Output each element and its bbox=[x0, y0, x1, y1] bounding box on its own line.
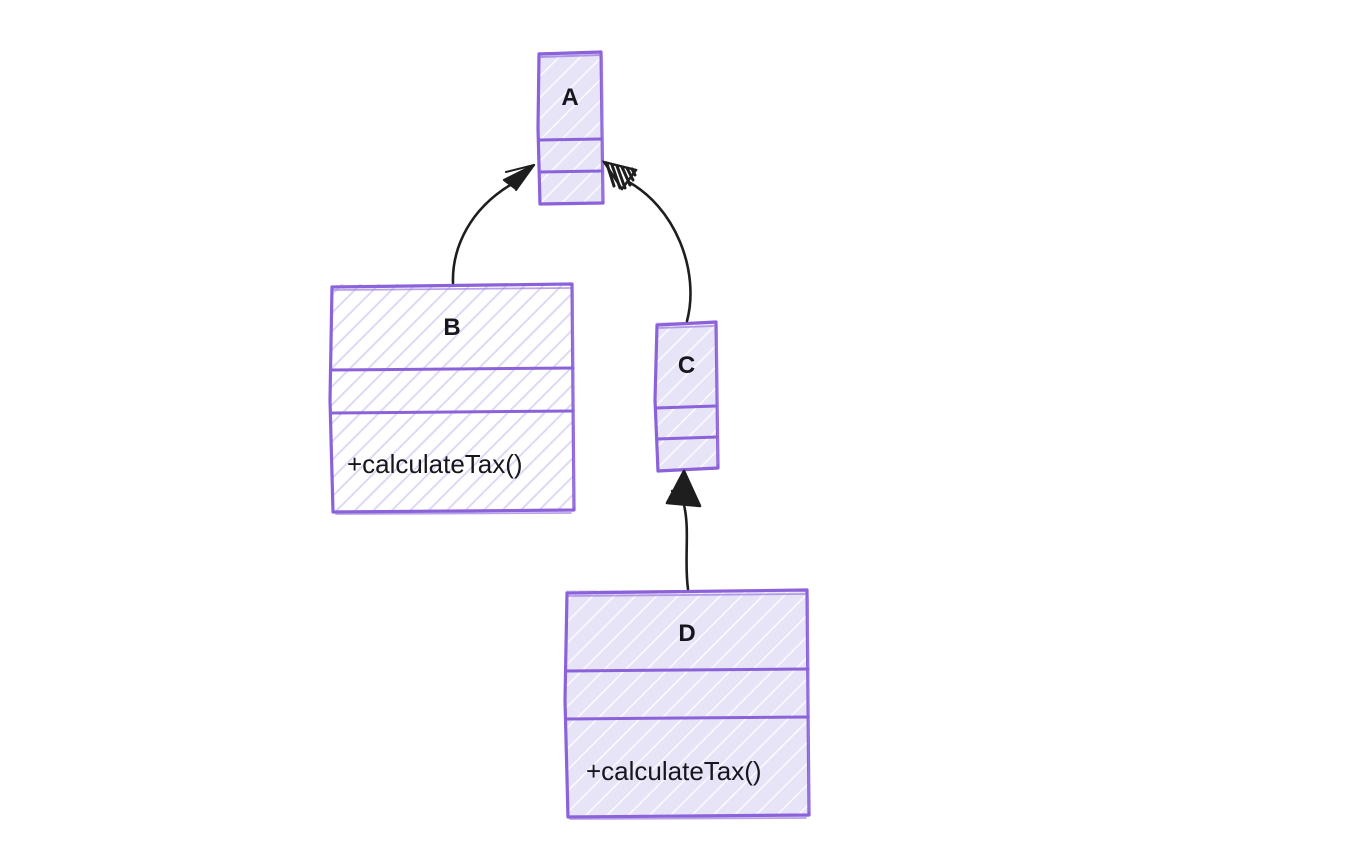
class-a-attributes bbox=[538, 52, 602, 204]
uml-class-d[interactable] bbox=[563, 588, 811, 820]
class-a-outline-sketch bbox=[540, 54, 604, 201]
connector-d-to-c-line bbox=[682, 503, 690, 591]
uml-class-a[interactable] bbox=[536, 50, 605, 206]
class-b-fill bbox=[331, 284, 573, 512]
connector-d-to-c[interactable] bbox=[665, 469, 702, 591]
class-c-fill bbox=[656, 322, 717, 470]
class-b-name: B bbox=[443, 314, 461, 341]
class-b-divider-1 bbox=[329, 366, 575, 372]
class-b-method-0: +calculateTax() bbox=[347, 449, 523, 479]
arrowhead-generalization-c bbox=[601, 160, 638, 191]
class-c-divider-2 bbox=[655, 435, 719, 441]
arrowhead-generalization-b bbox=[502, 163, 536, 191]
class-c-text-layer: C bbox=[656, 322, 717, 470]
class-d-divider-1 bbox=[564, 667, 810, 673]
connector-c-to-a[interactable] bbox=[601, 160, 692, 323]
class-a-fill bbox=[538, 52, 602, 204]
class-a-text-layer: A bbox=[538, 52, 602, 204]
class-d-divider-2 bbox=[565, 715, 810, 721]
class-d-name: D bbox=[678, 620, 696, 647]
class-a-name: A bbox=[561, 84, 579, 111]
class-b-text-layer: B +calculateTax() bbox=[331, 284, 573, 512]
class-a-outline bbox=[536, 50, 605, 206]
class-d-outline bbox=[563, 588, 811, 819]
class-d-fill bbox=[566, 590, 808, 817]
class-d-method-0: +calculateTax() bbox=[586, 756, 762, 786]
class-c-outline bbox=[653, 320, 720, 473]
class-a-divider-1 bbox=[537, 137, 603, 142]
uml-class-c[interactable] bbox=[653, 320, 720, 473]
class-c-outline-sketch bbox=[658, 325, 719, 465]
class-d-outline-sketch bbox=[568, 593, 810, 820]
class-a-divider-2 bbox=[538, 169, 604, 174]
connector-b-to-a-line bbox=[451, 177, 523, 285]
class-c-attributes bbox=[656, 322, 717, 470]
class-b-divider-2 bbox=[330, 409, 575, 415]
connector-c-to-a-line bbox=[623, 178, 692, 323]
class-b-outline-sketch bbox=[333, 287, 575, 515]
class-c-name: C bbox=[677, 352, 696, 379]
class-d-text-layer: D +calculateTax() bbox=[566, 590, 808, 817]
connector-b-to-a[interactable] bbox=[451, 163, 536, 285]
class-b-outline bbox=[328, 282, 576, 514]
class-c-divider-1 bbox=[654, 404, 718, 410]
uml-class-b[interactable] bbox=[328, 282, 576, 515]
arrowhead-generalization-d bbox=[665, 469, 702, 508]
